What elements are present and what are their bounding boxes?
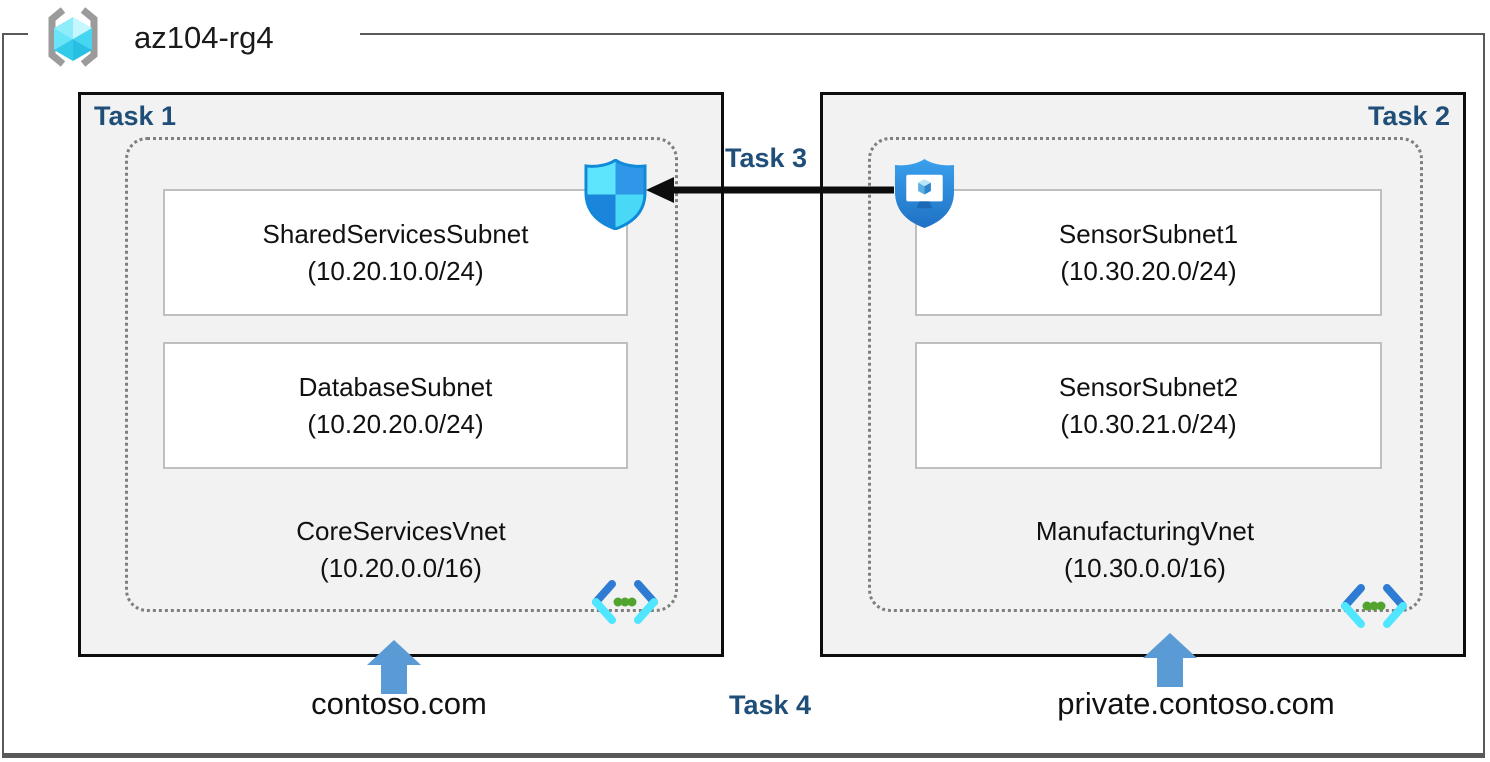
subnet-cidr: (10.20.20.0/24)	[307, 408, 484, 439]
resource-group-frame	[2, 33, 1485, 758]
task4-label: Task 4	[728, 690, 812, 720]
sensor-subnet2-box: SensorSubnet2 (10.30.21.0/24)	[915, 342, 1382, 469]
subnet-cidr: (10.20.10.0/24)	[307, 255, 484, 286]
resource-group-name: az104-rg4	[134, 20, 274, 55]
subnet-name: SharedServicesSubnet	[262, 218, 529, 249]
vnet-name: ManufacturingVnet	[1035, 516, 1255, 546]
network-security-group-shield-icon	[584, 159, 647, 230]
blue-up-arrow-icon	[1143, 633, 1197, 687]
subnet-name: SensorSubnet2	[1058, 371, 1239, 402]
virtual-network-icon	[1341, 584, 1407, 628]
sensor-subnet1-box: SensorSubnet1 (10.30.20.0/24)	[915, 189, 1382, 316]
vnet-cidr: (10.30.0.0/16)	[1064, 553, 1226, 583]
subnet-cidr: (10.30.21.0/24)	[1060, 408, 1237, 439]
manufacturing-vnet-caption: ManufacturingVnet (10.30.0.0/16)	[895, 513, 1395, 587]
shared-services-subnet-box: SharedServicesSubnet (10.20.10.0/24)	[163, 189, 628, 316]
virtual-network-icon	[592, 580, 658, 624]
vnet-cidr: (10.20.0.0/16)	[320, 553, 482, 583]
vnet-name: CoreServicesVnet	[296, 516, 506, 546]
resource-group-frame-label-gap	[28, 29, 360, 40]
subnet-name: SensorSubnet1	[1058, 218, 1239, 249]
core-services-vnet-caption: CoreServicesVnet (10.20.0.0/16)	[151, 513, 651, 587]
database-subnet-box: DatabaseSubnet (10.20.20.0/24)	[163, 342, 628, 469]
task3-label: Task 3	[724, 143, 808, 173]
subnet-cidr: (10.30.20.0/24)	[1060, 255, 1237, 286]
task1-label: Task 1	[94, 101, 177, 131]
application-security-group-shield-icon	[894, 159, 955, 228]
manufacturing-vnet-boundary	[868, 137, 1423, 612]
core-services-vnet-boundary	[125, 137, 678, 612]
black-left-arrow	[646, 177, 894, 203]
private-contoso-dns-zone-label: private.contoso.com	[1057, 686, 1335, 721]
resource-group-icon	[48, 7, 98, 67]
subnet-name: DatabaseSubnet	[298, 371, 493, 402]
contoso-dns-zone-label: contoso.com	[311, 686, 487, 721]
task2-label: Task 2	[1367, 101, 1450, 131]
blue-up-arrow-icon	[367, 640, 421, 694]
